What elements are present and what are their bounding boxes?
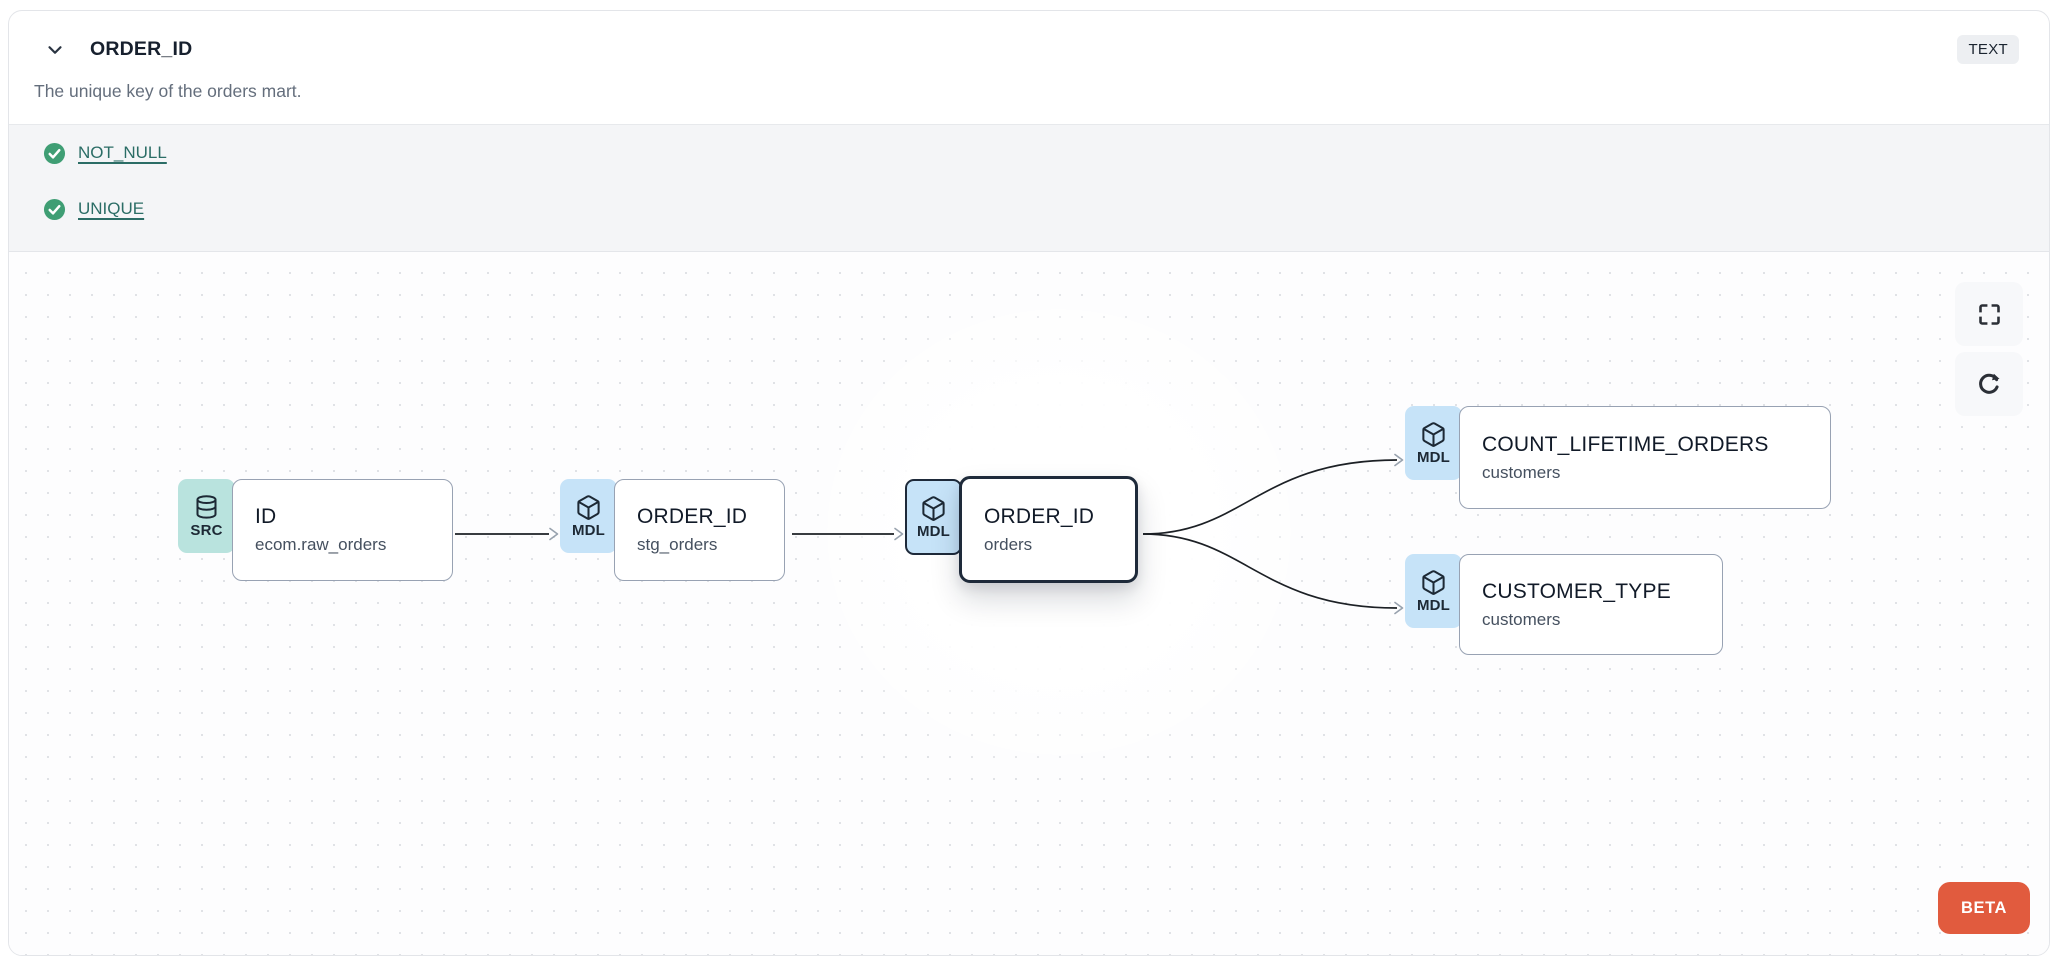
beta-badge-button[interactable]: BETA	[1938, 882, 2030, 934]
test-link-not-null[interactable]: NOT_NULL	[78, 143, 167, 162]
fullscreen-icon	[1978, 303, 2000, 325]
cube-icon	[1422, 569, 1445, 595]
node-type-badge-mdl: MDL	[1405, 406, 1462, 480]
header: ORDER_ID TEXT	[9, 11, 2049, 64]
node-subtitle: customers	[1482, 462, 1561, 482]
fullscreen-button[interactable]	[1955, 282, 2023, 346]
node-card: CUSTOMER_TYPE customers	[1459, 554, 1723, 655]
node-title: ORDER_ID	[984, 504, 1095, 528]
node-card: COUNT_LIFETIME_ORDERS customers	[1459, 406, 1831, 509]
node-subtitle: ecom.raw_orders	[255, 535, 387, 554]
test-row: NOT_NULL	[43, 138, 2019, 168]
arrowhead-icon	[894, 527, 904, 541]
arrowhead-icon	[549, 527, 559, 541]
edge-orders-to-count	[1142, 459, 1398, 535]
collapse-toggle-button[interactable]	[42, 37, 68, 63]
node-title: COUNT_LIFETIME_ORDERS	[1482, 432, 1769, 456]
chevron-down-icon	[48, 45, 62, 54]
cube-icon	[577, 494, 600, 520]
arrowhead-icon	[1394, 453, 1404, 467]
test-row: UNIQUE	[43, 194, 2019, 224]
canvas-controls	[1955, 282, 2023, 416]
node-title: ID	[255, 505, 277, 528]
lineage-canvas[interactable]: SRC ID ecom.raw_orders MDL ORDER_ID stg_…	[9, 252, 2049, 955]
node-subtitle: customers	[1482, 609, 1561, 629]
node-subtitle: orders	[984, 534, 1033, 554]
check-circle-icon	[43, 198, 66, 220]
node-type-badge-src: SRC	[178, 479, 235, 553]
cube-icon	[1422, 421, 1445, 447]
node-subtitle: stg_orders	[637, 535, 718, 554]
tests-section: NOT_NULL UNIQUE	[9, 124, 2049, 252]
check-circle-icon	[43, 142, 66, 164]
column-type-badge: TEXT	[1957, 35, 2019, 64]
refresh-button[interactable]	[1955, 352, 2023, 416]
node-card: ID ecom.raw_orders	[232, 479, 453, 581]
node-type-badge-mdl: MDL	[560, 479, 617, 553]
database-icon	[196, 494, 217, 519]
refresh-icon	[1979, 373, 2000, 394]
column-title: ORDER_ID	[90, 38, 193, 60]
lineage-edges	[455, 453, 1404, 615]
node-type-badge-mdl: MDL	[1405, 554, 1462, 628]
cube-icon	[922, 495, 945, 521]
arrowhead-icon	[1394, 601, 1404, 615]
test-link-unique[interactable]: UNIQUE	[78, 199, 145, 218]
column-description: The unique key of the orders mart.	[34, 81, 302, 101]
node-title: ORDER_ID	[637, 505, 748, 528]
edge-orders-to-customer-type	[1142, 533, 1398, 609]
column-details-panel: ORDER_ID TEXT The unique key of the orde…	[8, 10, 2050, 956]
node-type-badge-mdl: MDL	[905, 479, 962, 555]
node-card: ORDER_ID orders	[959, 476, 1138, 583]
node-card: ORDER_ID stg_orders	[614, 479, 785, 581]
node-title: CUSTOMER_TYPE	[1482, 579, 1671, 603]
